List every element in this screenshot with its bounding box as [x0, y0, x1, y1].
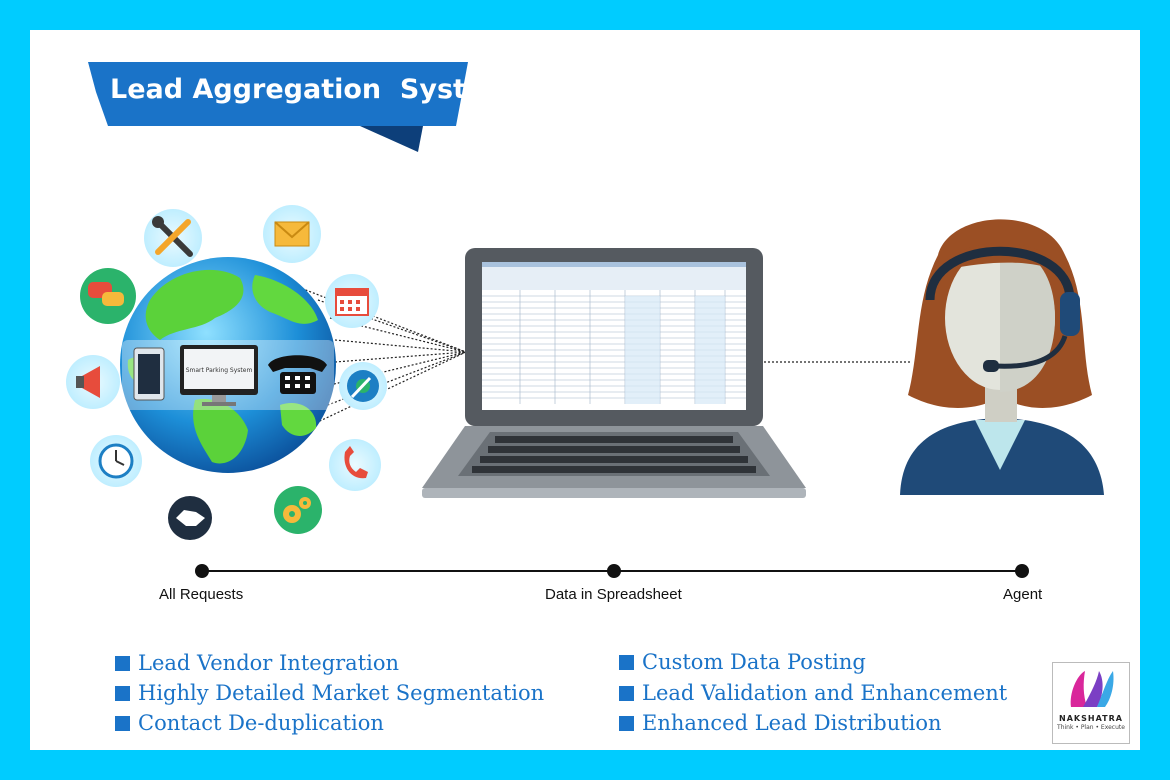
- page-title: Lead Aggregation System: [110, 74, 513, 105]
- logo-tagline: Think • Plan • Execute: [1057, 724, 1125, 731]
- step-label-spreadsheet: Data in Spreadsheet: [545, 586, 682, 603]
- bullet-square-icon: [619, 655, 634, 670]
- tools-icon: [144, 209, 202, 267]
- feature-item: Enhanced Lead Distribution: [619, 711, 942, 735]
- calendar-icon: [325, 274, 379, 328]
- phone-call-icon: [329, 439, 381, 491]
- laptop-icon: [422, 248, 806, 498]
- step-label-agent: Agent: [1003, 586, 1043, 603]
- logo-mark-icon: [1070, 671, 1114, 707]
- feature-item: Lead Vendor Integration: [115, 651, 399, 675]
- bullet-square-icon: [115, 716, 130, 731]
- chat-icon: [80, 268, 136, 324]
- bullet-square-icon: [115, 686, 130, 701]
- gears-icon: [274, 486, 322, 534]
- step-label-requests: All Requests: [159, 586, 244, 603]
- feature-item: Custom Data Posting: [619, 650, 866, 674]
- handshake-icon: [168, 496, 212, 540]
- feature-item: Lead Validation and Enhancement: [619, 681, 1007, 705]
- connector-lines: [297, 286, 910, 429]
- timeline-node-requests: [195, 564, 209, 578]
- agent-icon: [900, 219, 1104, 495]
- megaphone-icon: [66, 355, 120, 409]
- monitor-caption: Smart Parking System: [186, 367, 253, 374]
- settings-icon: [339, 362, 387, 410]
- feature-item: Contact De-duplication: [115, 711, 384, 735]
- mail-icon: [263, 205, 321, 263]
- timeline-node-agent: [1015, 564, 1029, 578]
- clock-icon: [90, 435, 142, 487]
- company-logo: NAKSHATRA Think • Plan • Execute: [1052, 662, 1130, 744]
- monitor-icon: Smart Parking System: [180, 345, 258, 406]
- title-banner: [88, 62, 468, 152]
- timeline: [195, 564, 1029, 578]
- logo-name: NAKSHATRA: [1059, 714, 1123, 723]
- telephone-icon: [268, 355, 327, 394]
- bullet-square-icon: [619, 716, 634, 731]
- tablet-icon: [133, 347, 165, 401]
- feature-item: Highly Detailed Market Segmentation: [115, 681, 544, 705]
- timeline-node-spreadsheet: [607, 564, 621, 578]
- bullet-square-icon: [115, 656, 130, 671]
- bullet-square-icon: [619, 686, 634, 701]
